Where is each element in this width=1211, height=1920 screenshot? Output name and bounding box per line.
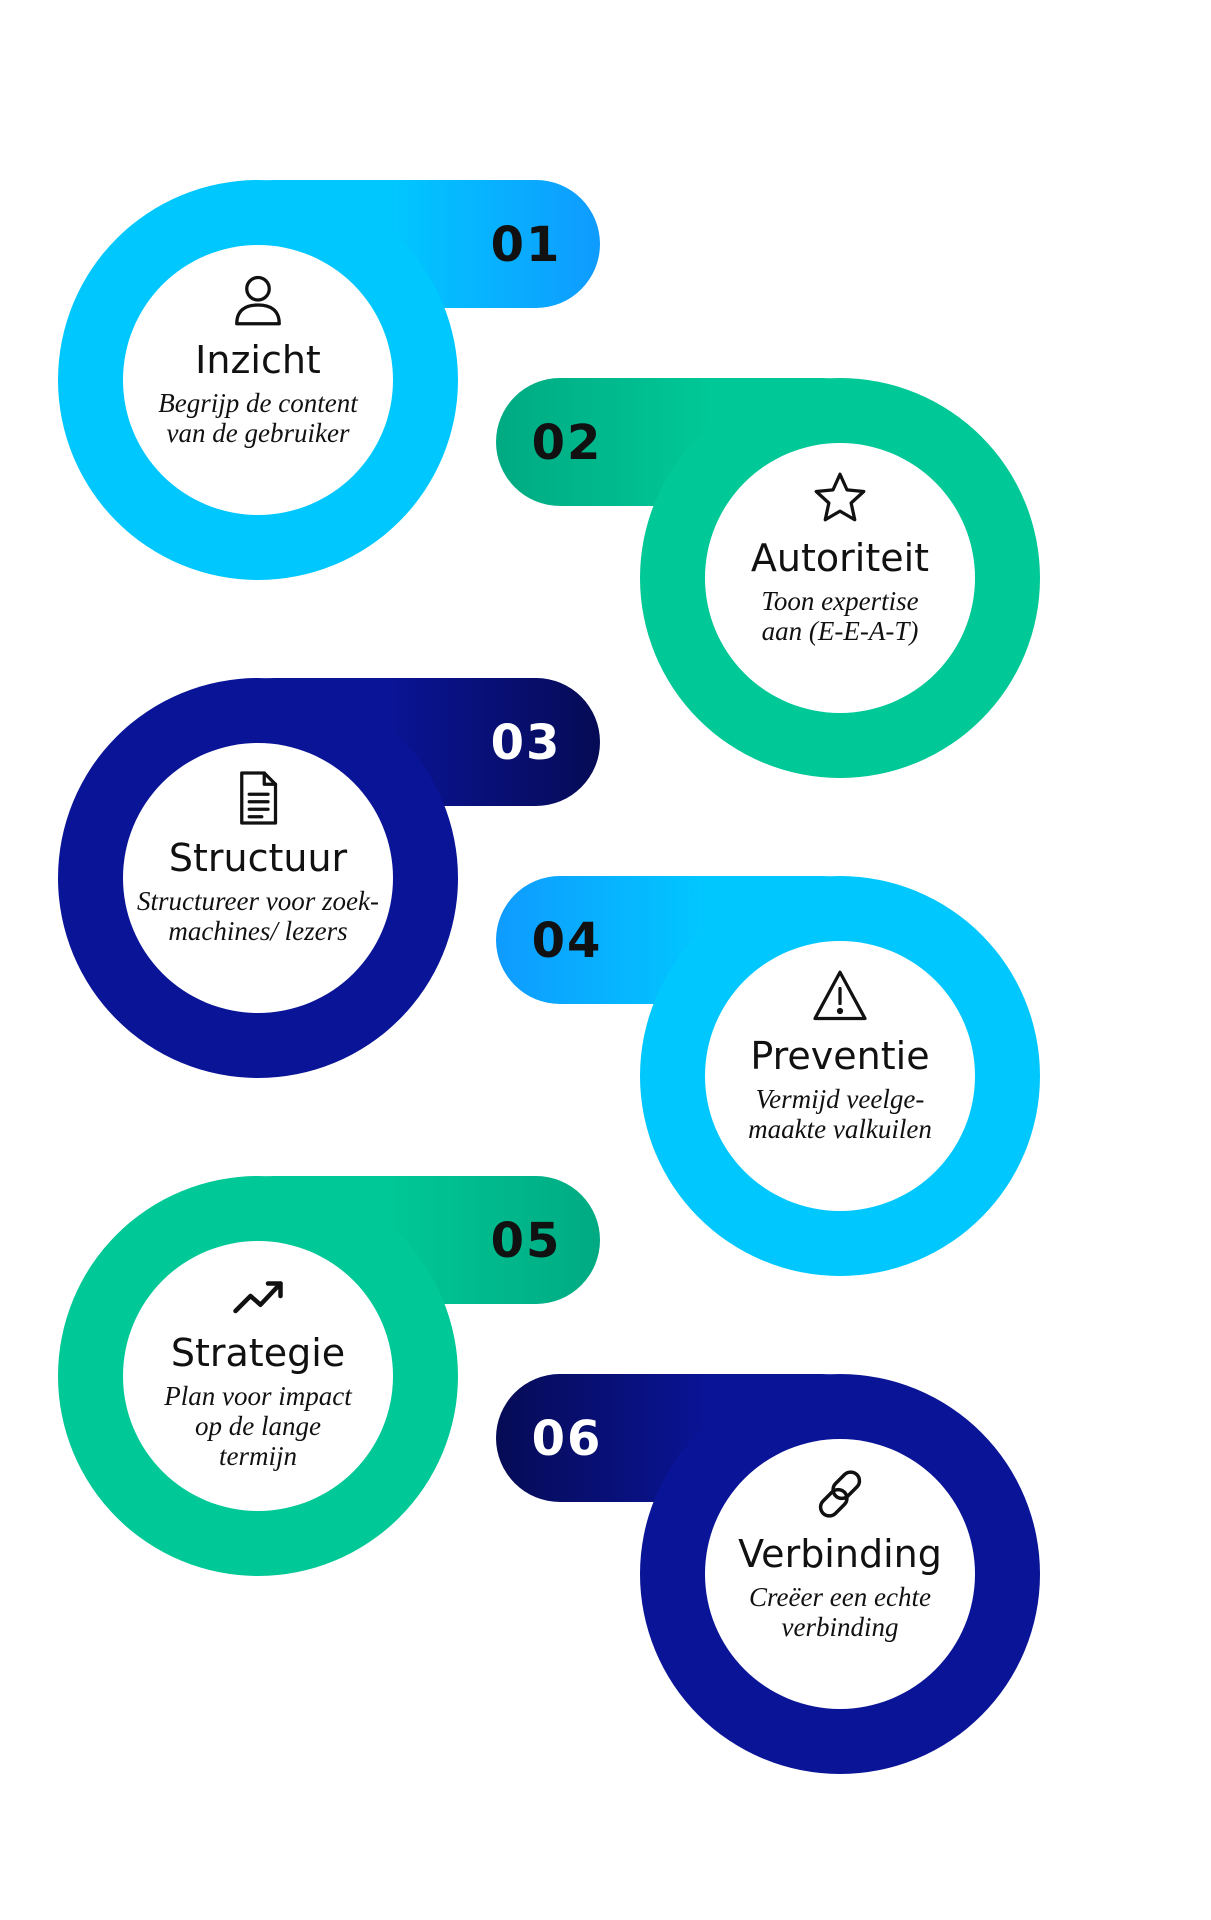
- step-6-description: Creëer een echte verbinding: [749, 1582, 931, 1642]
- step-4-description: Vermijd veelge- maakte valkuilen: [748, 1084, 932, 1144]
- step-3-title: Structuur: [168, 836, 348, 880]
- step-3-number: 03: [490, 715, 562, 771]
- trending-up-icon: [228, 1266, 288, 1326]
- link-icon: [810, 1464, 870, 1524]
- step-5-number-tab: [210, 1176, 600, 1304]
- step-6-number-tab: [496, 1374, 886, 1502]
- step-3-description: Structureer voor zoek- machines/ lezers: [137, 886, 379, 946]
- step-1-description: Begrijp de content van de gebruiker: [158, 388, 358, 448]
- star-icon: [810, 468, 870, 528]
- document-icon: [228, 768, 288, 828]
- step-2-number: 02: [531, 415, 603, 471]
- step-5-description: Plan voor impact op de lange termijn: [164, 1381, 352, 1471]
- step-6-ring: [640, 1374, 1040, 1774]
- step-1-number-tab: [210, 180, 600, 308]
- step-3-number-tab: [210, 678, 600, 806]
- step-5-title: Strategie: [170, 1331, 346, 1375]
- step-6-number: 06: [531, 1411, 603, 1467]
- step-4-circle: [705, 941, 975, 1211]
- step-5-number: 05: [490, 1213, 562, 1269]
- step-5-ring: [58, 1176, 458, 1576]
- step-5-circle: [123, 1241, 393, 1511]
- step-6-title: Verbinding: [738, 1532, 942, 1576]
- step-4-ring: [640, 876, 1040, 1276]
- step-2-circle: [705, 443, 975, 713]
- step-1-circle: [123, 245, 393, 515]
- warning-icon: [810, 966, 870, 1026]
- step-4-number-tab: [496, 876, 886, 1004]
- step-3-ring: [58, 678, 458, 1078]
- step-4-number: 04: [531, 913, 603, 969]
- step-6-circle: [705, 1439, 975, 1709]
- step-2-description: Toon expertise aan (E-E-A-T): [761, 586, 919, 646]
- step-2-ring: [640, 378, 1040, 778]
- user-icon: [228, 270, 288, 330]
- step-3-circle: [123, 743, 393, 1013]
- step-4-title: Preventie: [750, 1034, 930, 1078]
- step-1-title: Inzicht: [195, 338, 321, 382]
- step-1-ring: [58, 180, 458, 580]
- step-1-number: 01: [490, 217, 562, 273]
- step-2-title: Autoriteit: [750, 536, 930, 580]
- step-2-number-tab: [496, 378, 886, 506]
